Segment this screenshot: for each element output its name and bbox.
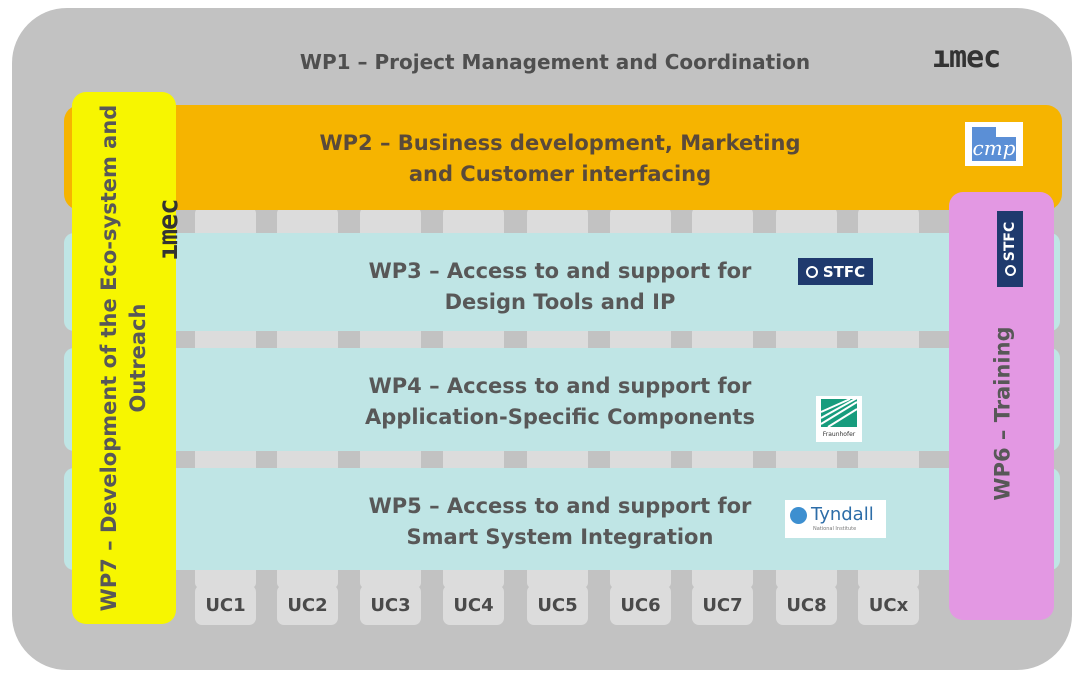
tyndall-logo-text: Tyndall bbox=[811, 504, 874, 525]
tyndall-logo-subtext: National Institute bbox=[813, 526, 857, 532]
uc-label: UC4 bbox=[443, 585, 504, 625]
uc-label: UC1 bbox=[195, 585, 256, 625]
wp7-label: WP7 – Development of the Eco-system and … bbox=[95, 98, 153, 618]
wp7-bar bbox=[72, 92, 176, 624]
uc-label: UC8 bbox=[776, 585, 837, 625]
wp3-line2: Design Tools and IP bbox=[444, 290, 676, 314]
wp2-label: WP2 – Business development, Marketing an… bbox=[230, 128, 890, 190]
fraunhofer-logo-text: Fraunhofer bbox=[822, 431, 856, 438]
wp5-line1: WP5 – Access to and support for bbox=[368, 494, 752, 518]
wp4-line1: WP4 – Access to and support for bbox=[368, 374, 752, 398]
cmp-logo-mark: cmp bbox=[972, 127, 1016, 161]
uc-label: UC7 bbox=[692, 585, 753, 625]
fraunhofer-logo: Fraunhofer bbox=[816, 396, 862, 442]
stfc-logo: STFC bbox=[798, 258, 873, 285]
wp2-line1: WP2 – Business development, Marketing bbox=[319, 131, 801, 155]
stfc-logo-text: STFC bbox=[1002, 221, 1018, 262]
wp3-band bbox=[64, 233, 1060, 331]
tyndall-globe-icon bbox=[790, 507, 807, 524]
uc-label: UC2 bbox=[277, 585, 338, 625]
stfc-emblem-icon bbox=[805, 265, 818, 278]
wp4-line2: Application-Specific Components bbox=[365, 405, 755, 429]
wp3-label: WP3 – Access to and support for Design T… bbox=[300, 256, 820, 318]
wp2-band bbox=[64, 105, 1062, 210]
tyndall-logo: Tyndall National Institute bbox=[785, 500, 886, 538]
stfc-logo-text: STFC bbox=[822, 262, 866, 281]
svg-text:cmp: cmp bbox=[973, 136, 1016, 160]
stfc-emblem-icon bbox=[1004, 265, 1016, 277]
wp2-line2: and Customer interfacing bbox=[408, 162, 712, 186]
uc-label: UC6 bbox=[610, 585, 671, 625]
wp7-line1: WP7 – Development of the Eco-system and bbox=[97, 104, 121, 612]
wp3-line1: WP3 – Access to and support for bbox=[368, 259, 752, 283]
wp4-band bbox=[64, 348, 1060, 451]
imec-logo: ımec bbox=[932, 40, 1001, 75]
uc-label: UC3 bbox=[360, 585, 421, 625]
uc-label: UCx bbox=[858, 585, 919, 625]
wp5-label: WP5 – Access to and support for Smart Sy… bbox=[300, 491, 820, 553]
imec-logo-vertical: ımec bbox=[153, 199, 184, 261]
wp5-line2: Smart System Integration bbox=[406, 525, 714, 549]
fraunhofer-mark-icon bbox=[820, 397, 858, 428]
wp1-title: WP1 – Project Management and Coordinatio… bbox=[299, 50, 811, 74]
uc-label: UC5 bbox=[527, 585, 588, 625]
wp7-line2: Outreach bbox=[126, 303, 150, 413]
wp5-band bbox=[64, 468, 1060, 570]
wp4-label: WP4 – Access to and support for Applicat… bbox=[300, 371, 820, 433]
cmp-logo: cmp bbox=[965, 122, 1023, 166]
stfc-logo-vertical: STFC bbox=[997, 211, 1023, 287]
wp6-label: WP6 – Training bbox=[990, 326, 1015, 501]
